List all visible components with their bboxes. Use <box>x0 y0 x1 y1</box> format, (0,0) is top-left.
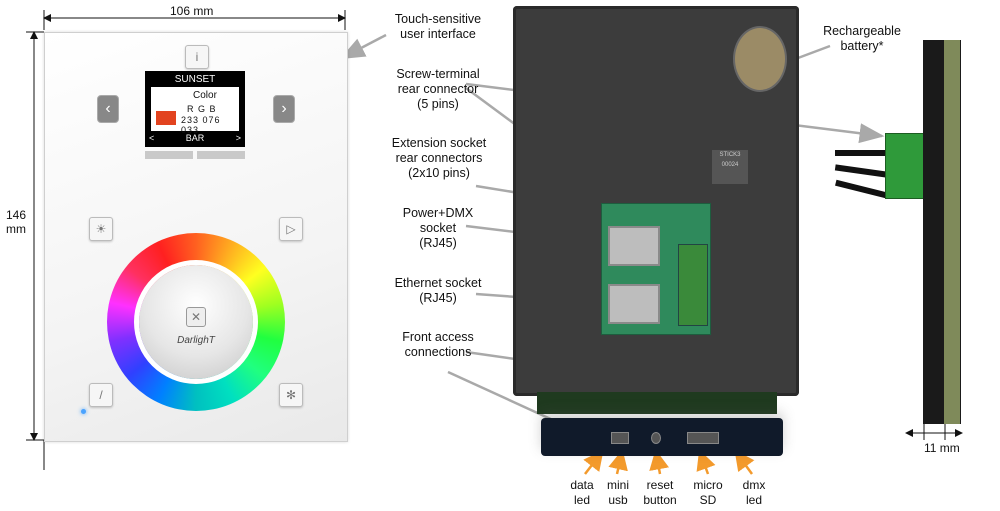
battery <box>733 26 787 92</box>
play-icon[interactable]: ▷ <box>279 217 303 241</box>
rgb-headers: R G B <box>187 104 217 114</box>
front-panel: i ‹ › SUNSET Color R G B 233 076 033 < B… <box>44 32 348 442</box>
label-reset-button: reset button <box>636 478 684 508</box>
height-unit: mm <box>6 222 26 236</box>
mini-usb-line1: mini <box>606 478 629 492</box>
bar-left-chevron: < <box>149 133 155 143</box>
sticker: STICK3 00024 <box>712 150 748 184</box>
bottom-edge-view <box>541 418 783 456</box>
micro-sd-line2: SD <box>699 493 717 507</box>
ethernet-socket <box>608 284 660 324</box>
side-connector <box>885 133 927 199</box>
reset-line1: reset <box>646 478 674 492</box>
label-screw-line3: (5 pins) <box>417 97 459 111</box>
screen-mode: Color <box>193 90 217 101</box>
depth-label: 11 mm <box>924 441 960 455</box>
label-front-line2: connections <box>404 345 472 359</box>
height-label: 146 mm <box>2 208 30 236</box>
bar-right-chevron: > <box>235 133 241 143</box>
label-front-line1: Front access <box>402 330 474 344</box>
right-arrow-button[interactable]: › <box>273 95 295 123</box>
label-ethernet: Ethernet socket (RJ45) <box>378 276 498 306</box>
screen-title: SUNSET <box>174 74 216 85</box>
label-power-line2: socket <box>419 221 457 235</box>
bar-label: BAR <box>185 133 205 143</box>
label-ext-line3: (2x10 pins) <box>408 166 470 180</box>
mini-usb-port <box>611 432 629 444</box>
screen-tab-right <box>197 151 245 159</box>
mini-usb-line2: usb <box>608 493 628 507</box>
label-power-line1: Power+DMX <box>402 206 474 220</box>
label-front-access: Front access connections <box>378 330 498 360</box>
data-led-line2: led <box>573 493 590 507</box>
label-power-line3: (RJ45) <box>419 236 457 250</box>
label-power-dmx: Power+DMX socket (RJ45) <box>378 206 498 251</box>
info-icon[interactable]: i <box>185 45 209 69</box>
lcd-screen: SUNSET Color R G B 233 076 033 < BAR > <box>145 71 245 147</box>
dmx-led-line1: dmx <box>742 478 766 492</box>
color-wheel[interactable]: ✕ DarlighT <box>107 233 285 411</box>
pcb-board <box>601 203 711 335</box>
brand-logo: DarlighT <box>177 335 215 346</box>
micro-sd-slot <box>687 432 719 444</box>
label-ext-line1: Extension socket <box>391 136 487 150</box>
label-eth-line2: (RJ45) <box>419 291 457 305</box>
width-label: 106 mm <box>170 4 214 18</box>
label-touch-line2: user interface <box>400 27 476 41</box>
reset-line2: button <box>643 493 677 507</box>
label-screw-terminal: Screw-terminal rear connector (5 pins) <box>378 67 498 112</box>
dmx-led-line2: led <box>745 493 762 507</box>
label-screw-line1: Screw-terminal <box>396 67 480 81</box>
label-ext-line2: rear connectors <box>395 151 483 165</box>
height-value: 146 <box>5 208 27 222</box>
micro-sd-line1: micro <box>693 478 723 492</box>
label-battery: Rechargeable battery* <box>812 24 912 54</box>
wheel-center: ✕ DarlighT <box>139 265 253 379</box>
screw-terminal <box>678 244 708 326</box>
label-data-led: data led <box>562 478 602 508</box>
bulb-icon[interactable]: ☀ <box>89 217 113 241</box>
label-screw-line2: rear connector <box>397 82 479 96</box>
label-touch-line1: Touch-sensitive <box>394 12 482 26</box>
color-swatch <box>156 111 176 125</box>
label-mini-usb: mini usb <box>598 478 638 508</box>
pencil-icon[interactable]: / <box>89 383 113 407</box>
close-icon[interactable]: ✕ <box>186 307 206 327</box>
rgb-values: 233 076 033 <box>181 115 221 135</box>
screen-bar: < BAR > <box>145 133 245 143</box>
data-led-line1: data <box>570 478 594 492</box>
gear-icon[interactable]: ✻ <box>279 383 303 407</box>
label-eth-line1: Ethernet socket <box>394 276 482 290</box>
side-glass <box>944 40 960 424</box>
label-dmx-led: dmx led <box>734 478 774 508</box>
front-access-strip <box>537 392 777 414</box>
reset-button <box>651 432 661 444</box>
screen-tab-left <box>145 151 193 159</box>
screen-body: Color R G B 233 076 033 <box>151 87 239 135</box>
power-dmx-socket <box>608 226 660 266</box>
rear-view-photo: STICK3 00024 <box>513 6 799 396</box>
label-micro-sd: micro SD <box>688 478 728 508</box>
label-extension-socket: Extension socket rear connectors (2x10 p… <box>378 136 500 181</box>
label-battery-line2: battery* <box>840 39 884 53</box>
left-arrow-button[interactable]: ‹ <box>97 95 119 123</box>
status-led <box>81 409 86 414</box>
wire-1 <box>835 150 887 156</box>
label-touch-ui: Touch-sensitive user interface <box>378 12 498 42</box>
label-battery-line1: Rechargeable <box>823 24 901 38</box>
leader-touch <box>339 33 387 60</box>
